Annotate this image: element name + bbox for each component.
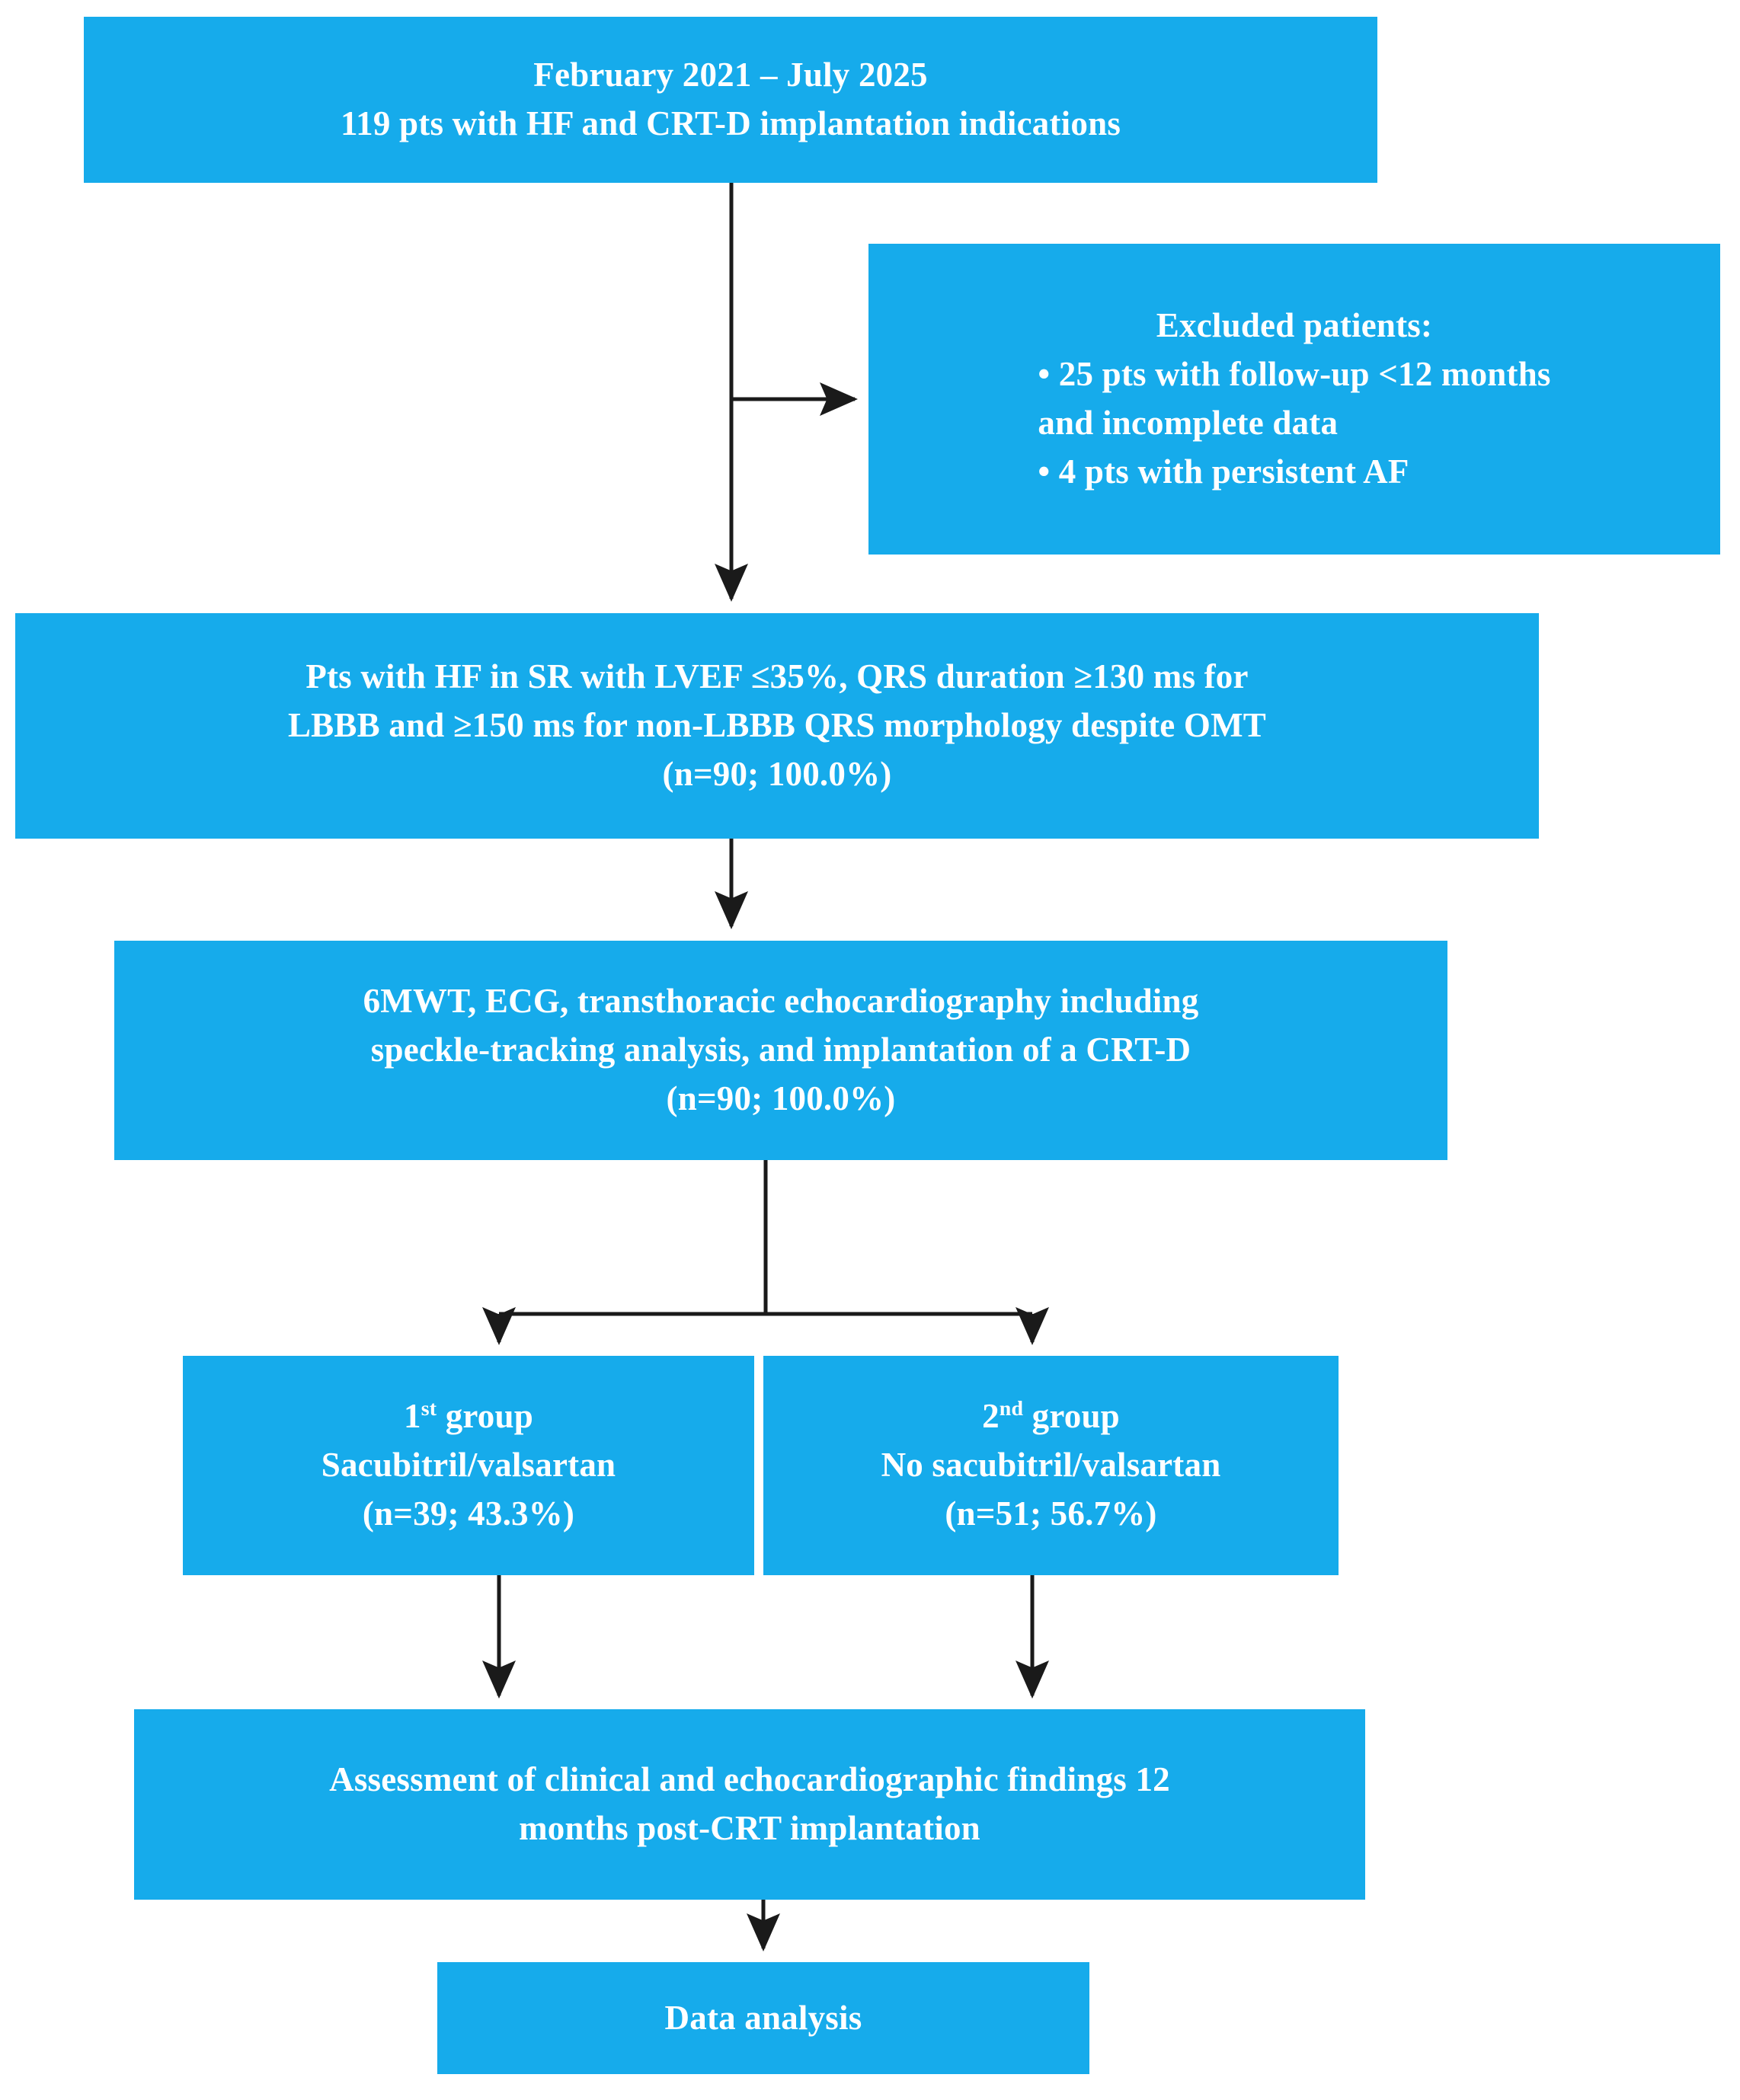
node-group-1: 1st group Sacubitril/valsartan (n=39; 43… <box>183 1356 754 1575</box>
node-baseline-assessment: 6MWT, ECG, transthoracic echocardiograph… <box>114 941 1447 1160</box>
group1-count: (n=39; 43.3%) <box>362 1494 575 1533</box>
node-enrollment: February 2021 – July 2025 119 pts with H… <box>84 17 1377 183</box>
group2-treatment: No sacubitril/valsartan <box>881 1446 1221 1485</box>
group2-title: 2nd group <box>763 1392 1339 1441</box>
group1-treatment: Sacubitril/valsartan <box>321 1446 616 1485</box>
group2-title-suffix: group <box>1023 1397 1120 1436</box>
baseline-line-2: speckle-tracking analysis, and implantat… <box>370 1031 1191 1069</box>
excluded-heading: Excluded patients: <box>1156 306 1433 345</box>
node-followup-assessment: Assessment of clinical and echocardiogra… <box>134 1709 1365 1900</box>
node-group-2: 2nd group No sacubitril/valsartan (n=51;… <box>763 1356 1339 1575</box>
group2-title-number: 2 <box>982 1397 1000 1436</box>
baseline-count: (n=90; 100.0%) <box>666 1079 896 1117</box>
excluded-bullet-1: • 25 pts with follow-up <12 months <box>1038 355 1551 394</box>
node-inclusion-criteria: Pts with HF in SR with LVEF ≤35%, QRS du… <box>15 613 1539 839</box>
group1-title-number: 1 <box>404 1397 421 1436</box>
enrollment-line-2: 119 pts with HF and CRT-D implantation i… <box>340 104 1121 142</box>
excluded-bullet-list: • 25 pts with follow-up <12 months and i… <box>1038 350 1550 497</box>
assessment-line-2: months post-CRT implantation <box>519 1809 980 1847</box>
group1-title-ordinal: st <box>421 1397 437 1421</box>
node-data-analysis: Data analysis <box>437 1962 1089 2074</box>
excluded-bullet-2: • 4 pts with persistent AF <box>1038 452 1409 491</box>
group1-title: 1st group <box>183 1392 754 1441</box>
criteria-line-1: Pts with HF in SR with LVEF ≤35%, QRS du… <box>305 657 1249 696</box>
group2-title-ordinal: nd <box>999 1397 1024 1421</box>
criteria-count: (n=90; 100.0%) <box>662 754 892 793</box>
excluded-bullet-1-cont: and incomplete data <box>1038 404 1339 442</box>
enrollment-line-1: February 2021 – July 2025 <box>533 56 928 94</box>
data-analysis-label: Data analysis <box>664 1998 862 2037</box>
edge-baseline-split-bus <box>499 1160 1032 1316</box>
node-excluded-patients: Excluded patients: • 25 pts with follow-… <box>868 244 1720 555</box>
baseline-line-1: 6MWT, ECG, transthoracic echocardiograph… <box>363 982 1199 1021</box>
group2-count: (n=51; 56.7%) <box>945 1494 1157 1533</box>
group1-title-suffix: group <box>437 1397 533 1436</box>
criteria-line-2: LBBB and ≥150 ms for non-LBBB QRS morpho… <box>287 706 1267 745</box>
assessment-line-1: Assessment of clinical and echocardiogra… <box>329 1760 1170 1799</box>
